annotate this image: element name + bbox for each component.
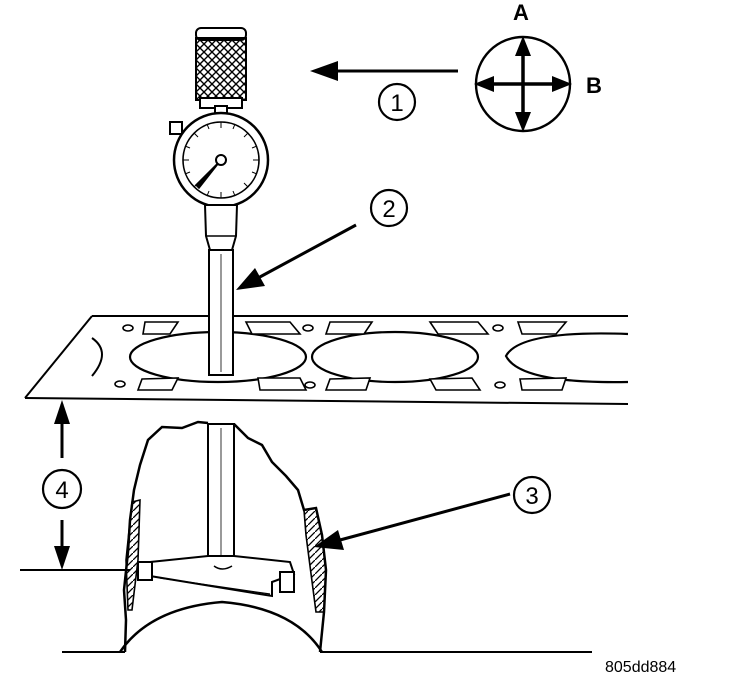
- dial-needle: [194, 159, 222, 190]
- callout-1: 1: [377, 82, 417, 122]
- bore-cutaway: [62, 420, 592, 653]
- callout-3: 3: [512, 475, 552, 515]
- direction-label-a: A: [513, 0, 529, 25]
- dial-indicator: [172, 111, 270, 209]
- svg-text:3: 3: [525, 483, 538, 510]
- arrow-callout-2: [236, 223, 357, 290]
- direction-label-b: B: [586, 73, 602, 98]
- coolant-passages: [114, 321, 568, 391]
- knurled-knob: [195, 27, 247, 109]
- svg-text:2: 2: [382, 196, 395, 223]
- arrow-callout-1: [310, 61, 458, 81]
- dial-bore-gauge: [169, 27, 270, 376]
- callout-2: 2: [369, 188, 409, 228]
- gauge-measuring-head: [137, 555, 296, 598]
- svg-text:1: 1: [390, 90, 403, 117]
- measurement-direction-symbol: A B: [474, 0, 602, 133]
- svg-text:4: 4: [55, 477, 68, 504]
- figure-code: 805dd884: [605, 659, 676, 676]
- depth-dimension: [20, 400, 130, 571]
- callout-4: 4: [41, 468, 83, 510]
- arrow-callout-3: [314, 492, 511, 550]
- bore-opening: [310, 330, 480, 384]
- bore-opening: [504, 332, 629, 384]
- cylinder-block-deck: [24, 315, 629, 405]
